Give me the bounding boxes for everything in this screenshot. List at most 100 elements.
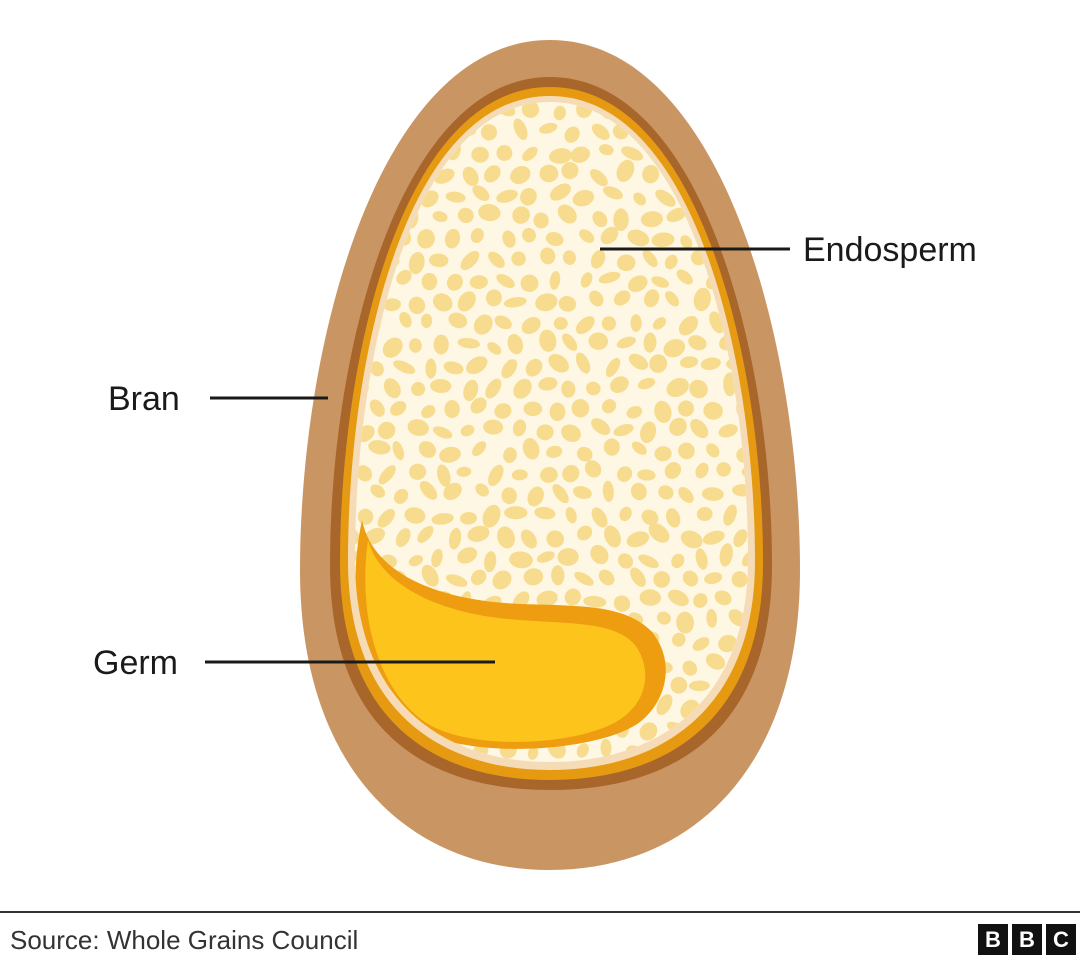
endosperm-granule: [503, 447, 517, 464]
endosperm-granule: [417, 229, 435, 249]
endosperm-granule: [525, 358, 543, 377]
endosperm-granule: [513, 378, 532, 399]
endosperm-granule: [613, 595, 631, 612]
endosperm-granule: [368, 440, 391, 455]
endosperm-granule: [460, 511, 477, 525]
endosperm-granule: [741, 549, 748, 567]
endosperm-granule: [604, 525, 621, 548]
endosperm-granule: [640, 211, 663, 228]
endosperm-granule: [356, 465, 373, 482]
endosperm-granule: [409, 463, 427, 480]
endosperm-granule: [470, 228, 484, 244]
endosperm-granule: [497, 526, 515, 549]
endosperm-granule: [748, 163, 764, 177]
endosperm-granule: [512, 206, 530, 224]
endosperm-granule: [706, 443, 720, 458]
endosperm-granule: [383, 298, 401, 312]
endosperm-granule: [546, 445, 563, 459]
endosperm-granule: [475, 483, 489, 497]
endosperm-granule: [695, 462, 709, 479]
endosperm-granule: [443, 482, 462, 501]
endosperm-granule: [590, 249, 606, 269]
endosperm-granule: [496, 189, 518, 203]
endosperm-granule: [651, 232, 675, 248]
endosperm-granule: [588, 332, 609, 350]
endosperm-granule: [513, 118, 528, 140]
endosperm-granule: [421, 405, 436, 419]
endosperm-granule: [696, 506, 713, 522]
endosperm-granule: [445, 574, 468, 587]
endosperm-granule: [599, 144, 614, 156]
endosperm-granule: [355, 143, 362, 160]
endosperm-granule: [492, 570, 512, 590]
endosperm-granule: [504, 506, 528, 520]
endosperm-granule: [521, 102, 540, 118]
endosperm-granule: [421, 272, 438, 291]
endosperm-granule: [591, 507, 608, 528]
endosperm-granule: [600, 738, 612, 758]
endosperm-granule: [520, 187, 537, 206]
endosperm-granule: [417, 525, 434, 543]
endosperm-granule: [656, 694, 673, 716]
endosperm-granule: [363, 148, 386, 165]
endosperm-granule: [670, 676, 688, 694]
endosperm-granule: [602, 186, 623, 200]
endosperm-granule: [564, 588, 581, 606]
endosperm-label: Endosperm: [803, 231, 977, 269]
endosperm-granule: [571, 399, 590, 418]
endosperm-granule: [457, 337, 481, 349]
endosperm-granule: [682, 570, 699, 587]
endosperm-granule: [656, 611, 671, 625]
endosperm-granule: [658, 485, 674, 500]
endosperm-granule: [512, 419, 527, 437]
endosperm-granule: [564, 126, 580, 143]
endosperm-granule: [380, 120, 397, 137]
endosperm-granule: [357, 126, 374, 143]
endosperm-granule: [522, 146, 538, 162]
endosperm-granule: [557, 204, 577, 224]
endosperm-granule: [669, 417, 687, 436]
endosperm-granule: [667, 589, 689, 607]
endosperm-granule: [448, 312, 468, 329]
endosperm-granule: [494, 315, 512, 330]
endosperm-granule: [472, 185, 490, 201]
endosperm-granule: [457, 547, 478, 564]
endosperm-granule: [591, 418, 611, 436]
endosperm-granule: [643, 289, 660, 308]
endosperm-granule: [671, 553, 685, 569]
endosperm-granule: [549, 402, 566, 422]
endosperm-granule: [494, 403, 512, 419]
endosperm-granule: [671, 632, 686, 647]
endosperm-granule: [690, 419, 709, 439]
endosperm-granule: [445, 191, 466, 203]
endosperm-granule: [473, 314, 493, 335]
endosperm-granule: [651, 276, 670, 288]
endosperm-granule: [704, 572, 723, 585]
endosperm-granule: [589, 290, 604, 307]
endosperm-granule: [520, 274, 539, 293]
endosperm-granule: [665, 291, 680, 307]
endosperm-granule: [522, 227, 536, 243]
endosperm-granule: [583, 595, 607, 608]
endosperm-granule: [745, 125, 748, 144]
endosperm-granule: [605, 357, 621, 378]
germ-body: [365, 540, 646, 742]
endosperm-granule: [395, 528, 411, 548]
endosperm-granule: [602, 480, 614, 502]
endosperm-granule: [601, 399, 617, 414]
endosperm-granule: [666, 377, 689, 398]
endosperm-granule: [591, 123, 610, 140]
endosperm-granule: [576, 743, 589, 758]
endosperm-granule: [536, 590, 558, 607]
endosperm-granule: [534, 506, 556, 520]
endosperm-granule: [549, 270, 561, 290]
endosperm-granule: [527, 486, 544, 507]
endosperm-granule: [653, 571, 671, 588]
endosperm-granule: [702, 530, 725, 545]
endosperm-granule: [610, 376, 629, 393]
endosperm-granule: [617, 553, 634, 569]
endosperm-granule: [561, 380, 576, 398]
endosperm-granule: [411, 381, 426, 397]
endosperm-granule: [570, 146, 591, 163]
endosperm-granule: [404, 507, 426, 524]
